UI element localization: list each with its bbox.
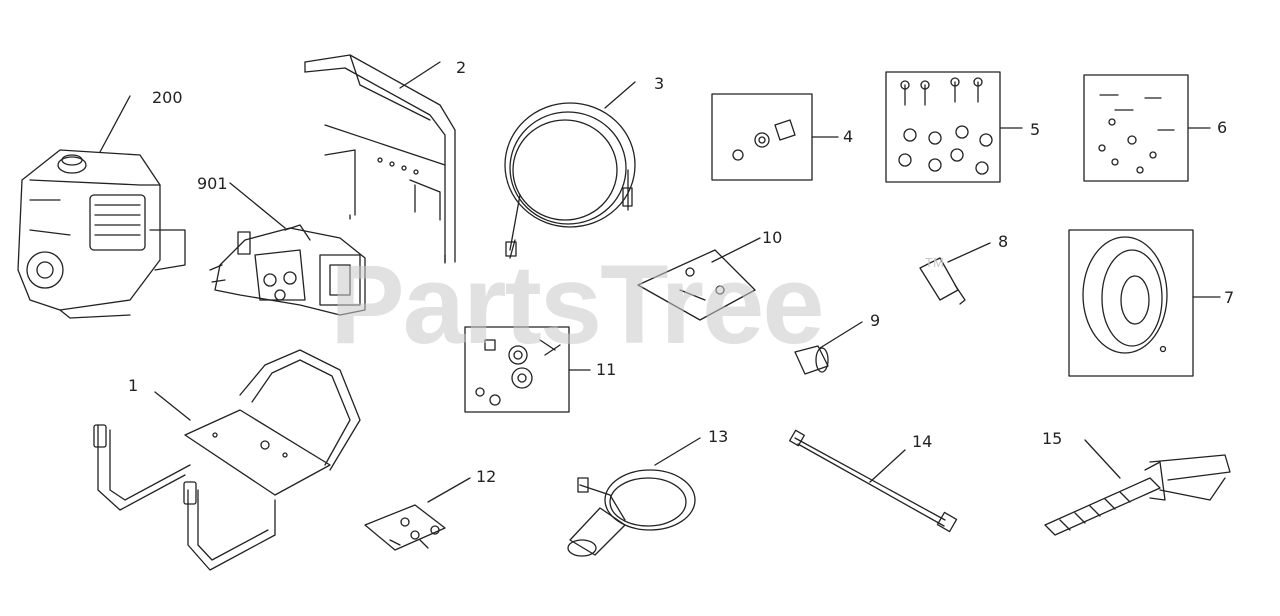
callout-200[interactable]: 200: [152, 88, 183, 107]
callout-2[interactable]: 2: [456, 58, 467, 77]
leader-10: [712, 238, 760, 262]
base-frame-part[interactable]: [94, 350, 360, 570]
trademark-mark: TM: [925, 255, 944, 270]
leader-15: [1085, 440, 1120, 478]
lance-wand-part[interactable]: [790, 430, 957, 531]
callout-6[interactable]: 6: [1217, 118, 1228, 137]
callout-5[interactable]: 5: [1030, 120, 1041, 139]
callout-7[interactable]: 7: [1224, 288, 1235, 307]
callout-12[interactable]: 12: [476, 467, 497, 486]
engine-part[interactable]: [18, 150, 185, 318]
leader-13: [655, 438, 700, 465]
seal-kit-part[interactable]: [465, 327, 569, 412]
callout-8[interactable]: 8: [998, 232, 1009, 251]
leader-12: [428, 478, 470, 502]
callout-10[interactable]: 10: [762, 228, 783, 247]
handle-frame-part[interactable]: [305, 55, 455, 263]
mounting-hardware-part[interactable]: [365, 505, 445, 550]
spray-gun-part[interactable]: [1045, 455, 1230, 535]
quick-connector-part[interactable]: [795, 346, 828, 374]
leader-1: [155, 392, 190, 420]
hose-part[interactable]: [505, 103, 635, 258]
leader-8: [948, 243, 990, 262]
callout-4[interactable]: 4: [843, 127, 854, 146]
siphon-hose-part[interactable]: [568, 470, 695, 556]
callout-13[interactable]: 13: [708, 427, 729, 446]
leader-2: [400, 62, 440, 88]
leader-14: [870, 450, 905, 482]
fitting-kit-part[interactable]: [712, 94, 812, 180]
callout-9[interactable]: 9: [870, 311, 881, 330]
leader-901: [230, 183, 285, 228]
callout-14[interactable]: 14: [912, 432, 933, 451]
callout-11[interactable]: 11: [596, 360, 617, 379]
callout-1[interactable]: 1: [128, 376, 139, 395]
leader-3: [605, 82, 635, 108]
fastener-kit-b-part[interactable]: [1084, 75, 1188, 181]
nozzle-part[interactable]: [920, 258, 965, 304]
pump-part[interactable]: [210, 225, 365, 315]
bracket-plate-part[interactable]: [638, 250, 755, 320]
wheel-part[interactable]: [1069, 230, 1193, 376]
callout-3[interactable]: 3: [654, 74, 665, 93]
callout-901[interactable]: 901: [197, 174, 228, 193]
fastener-kit-a-part[interactable]: [886, 72, 1000, 182]
leader-200: [100, 96, 130, 152]
callout-15[interactable]: 15: [1042, 429, 1063, 448]
leader-9: [820, 322, 862, 348]
